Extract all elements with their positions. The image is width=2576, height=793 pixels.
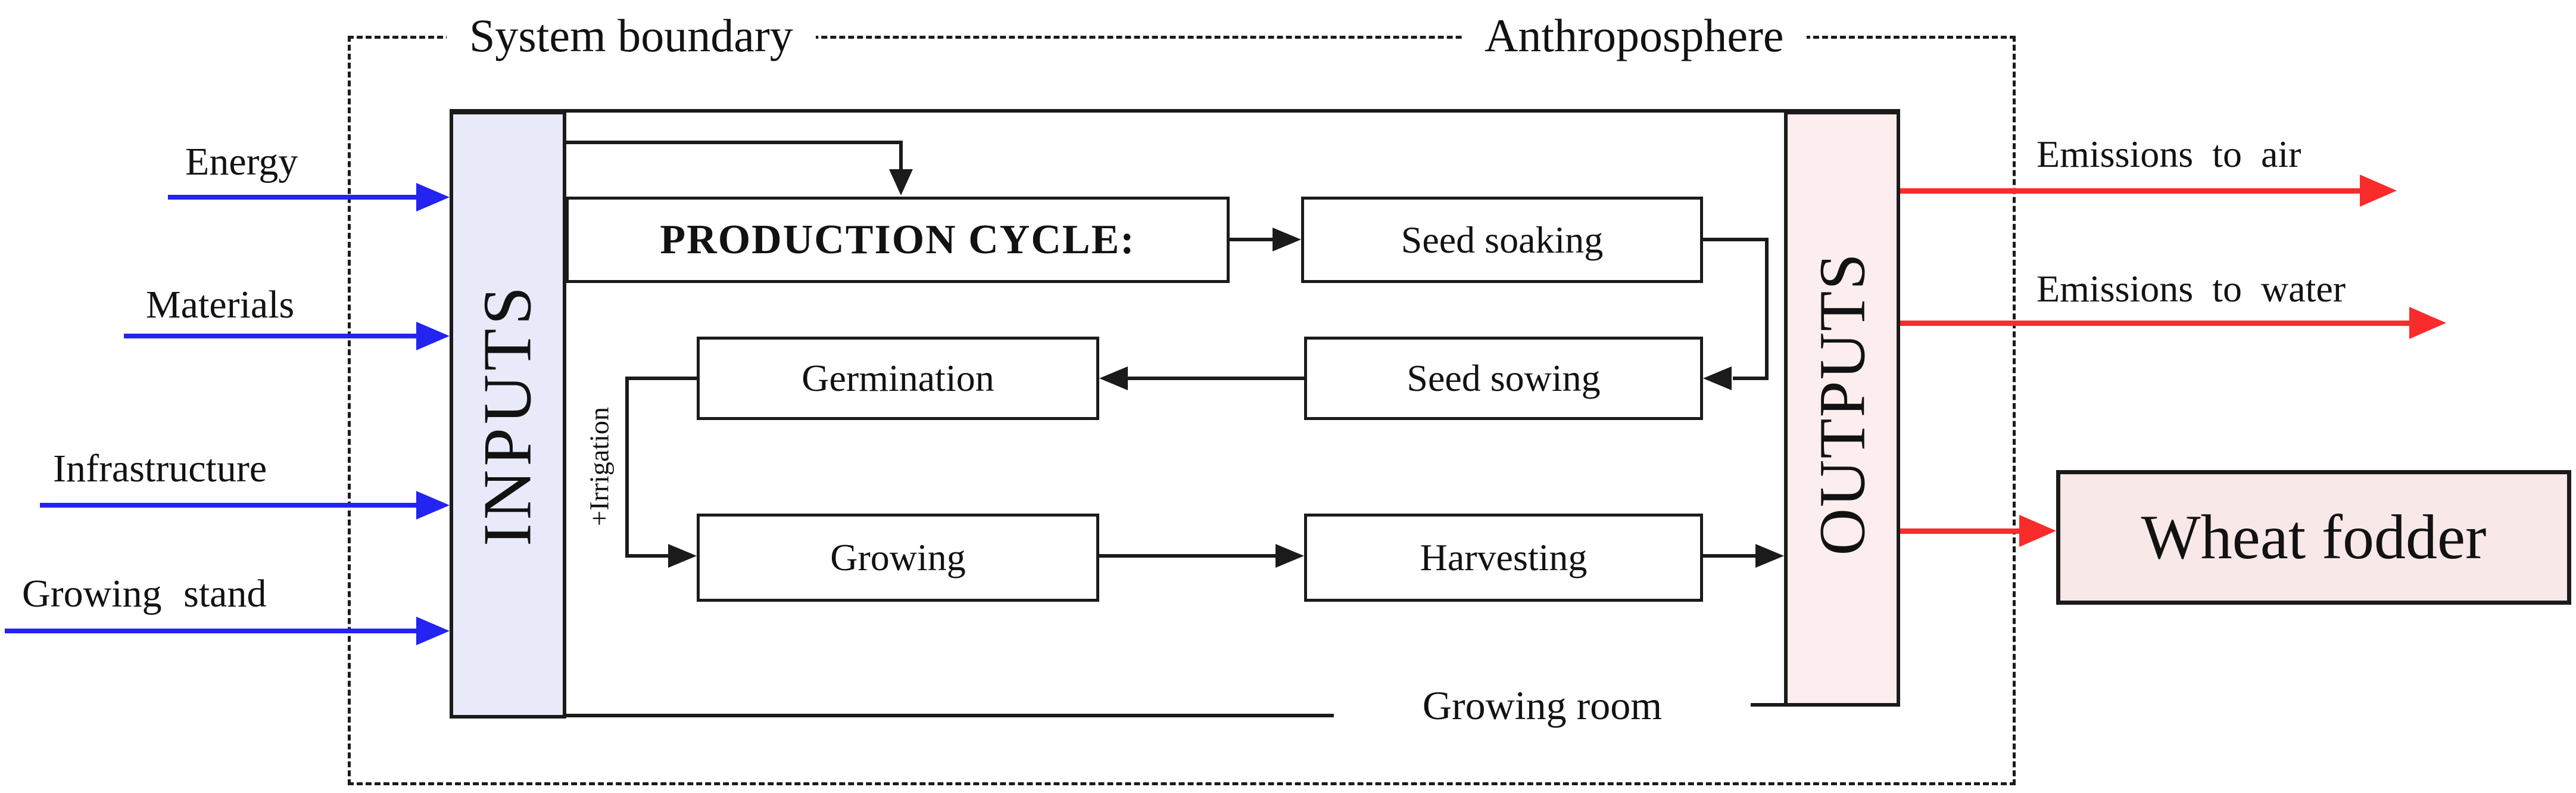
energy-arrowhead-icon	[416, 183, 450, 212]
wheat-fodder-box: Wheat fodder	[2056, 470, 2571, 605]
soaking-loop-vertical-line	[1765, 238, 1769, 380]
infrastructure-arrow-line	[40, 503, 420, 508]
growing-stand-arrow-line	[5, 629, 420, 633]
input-label-energy: Energy	[185, 140, 298, 184]
soaking-loop-top-line	[1703, 238, 1769, 241]
soaking-loop-bottom-line	[1733, 377, 1769, 380]
growing-room-top-edge	[450, 109, 1900, 113]
irrigation-loop-bottom-line	[625, 554, 670, 558]
materials-arrow-line	[124, 334, 420, 338]
wheat-fodder-arrowhead-icon	[2019, 515, 2056, 547]
growing-room-bottom-edge	[566, 714, 1334, 717]
harvesting-to-outputs-line	[1703, 554, 1758, 558]
inputs-column-label: INPUTS	[469, 282, 546, 547]
cycle-feedback-arrowhead-icon	[889, 169, 913, 195]
emissions-to-air-arrow-line	[1900, 188, 2360, 194]
irrigation-to-growing-arrowhead-icon	[668, 544, 697, 568]
input-label-materials: Materials	[146, 283, 295, 326]
cycle-feedback-line-horizontal	[566, 141, 903, 144]
production-cycle-box: PRODUCTION CYCLE:	[566, 197, 1230, 283]
seed-sowing-box: Seed sowing	[1304, 337, 1703, 420]
wheat-fodder-arrow-line	[1900, 528, 2019, 534]
irrigation-loop-vertical-line	[625, 377, 629, 558]
inputs-column	[450, 111, 566, 719]
emissions-to-water-arrowhead-icon	[2409, 307, 2446, 339]
growing-to-harvesting-arrowhead-icon	[1275, 544, 1304, 568]
energy-arrow-line	[168, 195, 420, 200]
sowing-to-germination-arrowhead-icon	[1099, 366, 1128, 390]
growing-room-leader-line	[1751, 703, 1784, 707]
outputs-column	[1784, 111, 1900, 707]
infrastructure-arrowhead-icon	[416, 491, 450, 520]
irrigation-loop-top-line	[625, 377, 697, 380]
cycle-feedback-line-vertical	[899, 141, 903, 172]
harvesting-to-outputs-arrowhead-icon	[1755, 544, 1784, 568]
emissions-to-air-arrowhead-icon	[2360, 175, 2397, 207]
system-boundary-label: System boundary	[447, 6, 816, 66]
emissions-to-water-arrow-line	[1900, 321, 2409, 326]
input-label-growing-stand: Growing stand	[22, 572, 267, 615]
harvesting-box: Harvesting	[1304, 514, 1703, 602]
materials-arrowhead-icon	[416, 322, 450, 350]
growing-to-harvesting-line	[1099, 554, 1277, 558]
germination-box: Germination	[697, 337, 1099, 420]
growing-room-label: Growing room	[1422, 683, 1663, 728]
system-boundary-dashed-box	[348, 36, 2016, 785]
irrigation-note: +Irrigation	[584, 407, 615, 526]
sowing-to-germination-line	[1125, 377, 1304, 380]
production-to-soaking-arrowhead-icon	[1273, 228, 1301, 251]
growing-box: Growing	[697, 514, 1099, 602]
emissions-to-water-label: Emissions to water	[2037, 268, 2346, 310]
anthroposphere-label: Anthroposphere	[1462, 6, 1807, 66]
seed-soaking-box: Seed soaking	[1301, 197, 1703, 283]
emissions-to-air-label: Emissions to air	[2037, 133, 2301, 175]
outputs-column-label: OUTPUTS	[1805, 252, 1879, 556]
production-to-soaking-line	[1230, 238, 1274, 241]
soaking-to-sowing-arrowhead-icon	[1703, 366, 1732, 390]
growing-stand-arrowhead-icon	[416, 617, 450, 645]
input-label-infrastructure: Infrastructure	[53, 447, 267, 490]
